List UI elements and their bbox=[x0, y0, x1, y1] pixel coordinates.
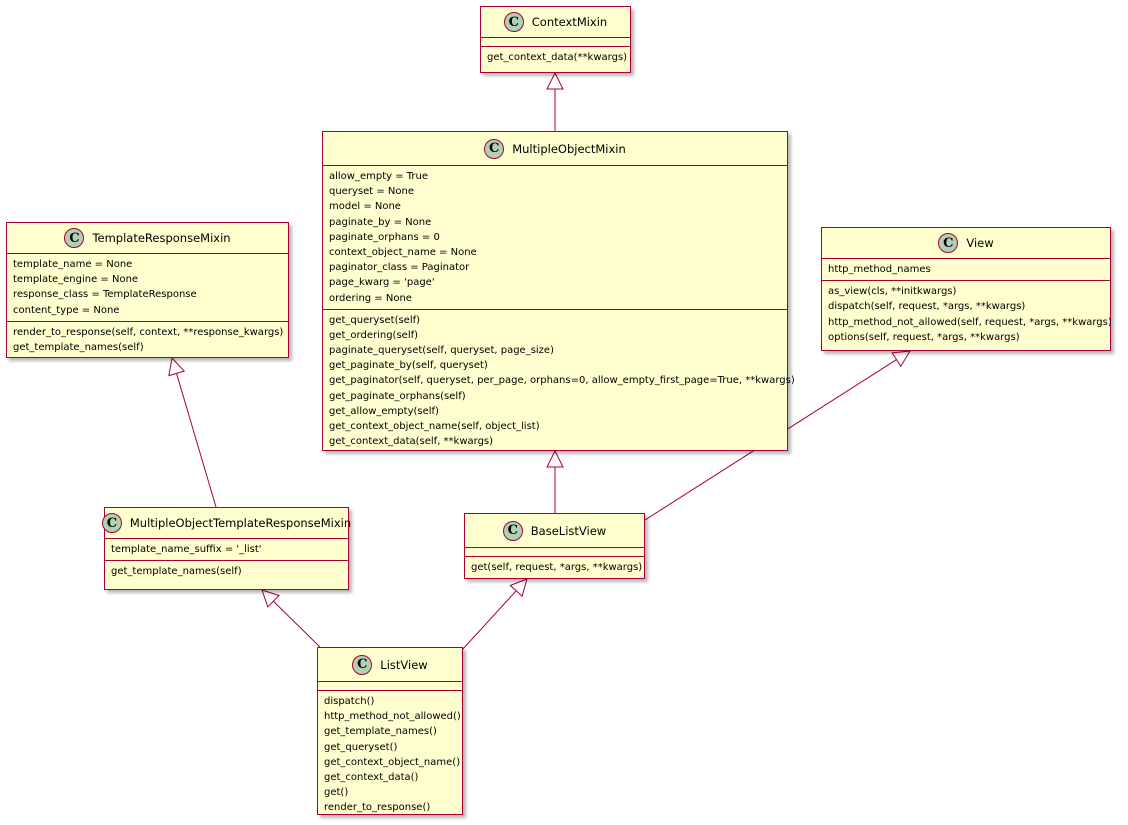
class-header: C MultipleObjectTemplateResponseMixin bbox=[101, 508, 352, 538]
class-field: http_method_names bbox=[828, 264, 931, 275]
class-field: template_engine = None bbox=[13, 274, 139, 286]
class-methods-section: get_context_data(**kwargs) bbox=[481, 46, 630, 68]
class-method: get_context_object_name() bbox=[324, 756, 461, 768]
class-name: TemplateResponseMixin bbox=[92, 231, 231, 245]
class-field: content_type = None bbox=[13, 304, 120, 316]
class-stereotype-icon: C bbox=[352, 654, 373, 675]
class-name: MultipleObjectMixin bbox=[512, 141, 626, 156]
class-base-list-view[interactable]: C BaseListView get(self, request, *args, *… bbox=[464, 513, 645, 579]
class-methods-section: render_to_response(self, context, **resp… bbox=[7, 320, 288, 358]
inheritance-arrowhead bbox=[891, 350, 911, 368]
class-field: paginate_by = None bbox=[329, 216, 432, 228]
inheritance-line bbox=[273, 600, 321, 648]
class-stereotype-icon: C bbox=[64, 228, 85, 248]
class-method: get_allow_empty(self) bbox=[329, 405, 439, 417]
class-method: get_template_names(self) bbox=[13, 341, 144, 353]
class-methods-section: get(self, request, *args, **kwargs) bbox=[465, 556, 644, 578]
class-stereotype-icon: C bbox=[938, 233, 959, 253]
class-fields-section bbox=[465, 547, 644, 556]
inheritance-edge-multiple-object-mixin-to-context-mixin bbox=[546, 71, 564, 131]
class-method: render_to_response(self, context, **resp… bbox=[13, 326, 284, 338]
class-methods-section: get_template_names(self) bbox=[105, 560, 348, 582]
class-methods-section: get_queryset(self) get_ordering(self)pagi… bbox=[323, 308, 795, 453]
class-context-mixin[interactable]: C ContextMixin get_context_data(**kwargs) bbox=[480, 6, 631, 73]
class-multiple-object-mixin[interactable]: C MultipleObjectMixin allow_empty = True qu… bbox=[322, 131, 795, 453]
class-method: http_method_not_allowed(self, request, *… bbox=[828, 316, 1112, 328]
class-method: get() bbox=[324, 787, 349, 799]
class-header: C MultipleObjectMixin bbox=[323, 132, 787, 165]
class-stereotype-icon: C bbox=[101, 513, 122, 533]
class-method: get(self, request, *args, **kwargs) bbox=[471, 562, 643, 573]
class-method: paginate_queryset(self, queryset, page_s… bbox=[329, 345, 554, 357]
inheritance-line bbox=[461, 590, 517, 651]
class-field: response_class = TemplateResponse bbox=[13, 289, 197, 301]
class-list-view[interactable]: C ListView dispatch() http_method_not_allow… bbox=[317, 647, 463, 815]
inheritance-arrowhead bbox=[546, 449, 564, 468]
class-field: paginate_orphans = 0 bbox=[329, 231, 440, 243]
inheritance-edge-multiple-object-template-response-mixin-to-template-response-mixin bbox=[168, 356, 217, 508]
class-method: get_queryset(self) bbox=[329, 314, 421, 326]
class-field: template_name_suffix = '_list' bbox=[111, 544, 262, 555]
class-stereotype-icon: C bbox=[484, 138, 505, 159]
inheritance-arrowhead bbox=[168, 356, 186, 377]
class-field: queryset = None bbox=[329, 186, 414, 198]
class-method: get_ordering(self) bbox=[329, 329, 419, 341]
class-method: get_context_data(self, **kwargs) bbox=[329, 436, 494, 448]
class-methods-section: dispatch() http_method_not_allowed() get_t… bbox=[318, 690, 462, 819]
class-name: BaseListView bbox=[530, 523, 607, 538]
class-name: ContextMixin bbox=[531, 15, 608, 29]
class-methods-section: as_view(cls, **initkwargs) dispatch(self,… bbox=[822, 280, 1112, 348]
class-view[interactable]: C View http_method_names as_view(cls, **ini… bbox=[821, 227, 1112, 351]
class-template-response-mixin[interactable]: C TemplateResponseMixin template_name = No… bbox=[6, 222, 289, 358]
class-method: get_template_names(self) bbox=[111, 566, 242, 578]
class-method: get_paginate_orphans(self) bbox=[329, 390, 466, 402]
inheritance-arrowhead bbox=[546, 71, 564, 90]
inheritance-edge-list-view-to-multiple-object-template-response-mixin bbox=[261, 589, 321, 648]
inheritance-edge-base-list-view-to-multiple-object-mixin bbox=[546, 449, 564, 513]
class-method: render_to_response() bbox=[324, 802, 431, 814]
class-fields-section bbox=[318, 681, 462, 690]
class-stereotype-icon: C bbox=[502, 520, 523, 541]
class-header: C ContextMixin bbox=[481, 7, 630, 37]
class-fields-section: template_name_suffix = '_list' bbox=[105, 538, 348, 560]
inheritance-line bbox=[176, 373, 217, 508]
inheritance-arrowhead bbox=[261, 589, 280, 608]
class-method: as_view(cls, **initkwargs) bbox=[828, 286, 957, 298]
class-multiple-object-template-response-mixin[interactable]: C MultipleObjectTemplateResponseMixin temp… bbox=[101, 507, 352, 590]
class-fields-section: allow_empty = True queryset = None model =… bbox=[323, 165, 787, 309]
class-method: get_template_names() bbox=[324, 726, 437, 738]
class-header: C View bbox=[822, 228, 1110, 258]
class-fields-section: http_method_names bbox=[822, 258, 1110, 280]
class-method: get_paginator(self, queryset, per_page, … bbox=[329, 375, 795, 387]
class-method: dispatch() bbox=[324, 696, 375, 707]
class-method: dispatch(self, request, *args, **kwargs) bbox=[828, 301, 1026, 313]
class-header: C BaseListView bbox=[465, 514, 644, 547]
class-stereotype-icon: C bbox=[503, 12, 524, 32]
class-method: get_paginate_by(self, queryset) bbox=[329, 360, 488, 372]
inheritance-arrowhead bbox=[509, 578, 528, 598]
class-fields-section bbox=[481, 37, 630, 46]
class-fields-section: template_name = None template_engine = No… bbox=[7, 253, 288, 321]
class-method: get_context_data() bbox=[324, 771, 419, 783]
class-name: MultipleObjectTemplateResponseMixin bbox=[129, 516, 352, 530]
class-method: options(self, request, *args, **kwargs) bbox=[828, 331, 1020, 343]
class-field: model = None bbox=[329, 201, 401, 213]
class-field: template_name = None bbox=[13, 259, 133, 270]
inheritance-edge-list-view-to-base-list-view bbox=[461, 578, 528, 651]
class-method: get_context_data(**kwargs) bbox=[487, 52, 628, 63]
class-name: ListView bbox=[380, 657, 428, 672]
class-field: context_object_name = None bbox=[329, 246, 477, 258]
class-method: http_method_not_allowed() bbox=[324, 711, 461, 723]
class-field: ordering = None bbox=[329, 292, 412, 304]
class-method: get_queryset() bbox=[324, 741, 398, 753]
class-header: C TemplateResponseMixin bbox=[7, 223, 288, 253]
class-field: paginator_class = Paginator bbox=[329, 262, 470, 274]
class-method: get_context_object_name(self, object_lis… bbox=[329, 421, 540, 432]
class-header: C ListView bbox=[318, 648, 462, 681]
class-name: View bbox=[966, 236, 994, 250]
class-field: page_kwarg = 'page' bbox=[329, 277, 435, 289]
class-field: allow_empty = True bbox=[329, 171, 429, 182]
